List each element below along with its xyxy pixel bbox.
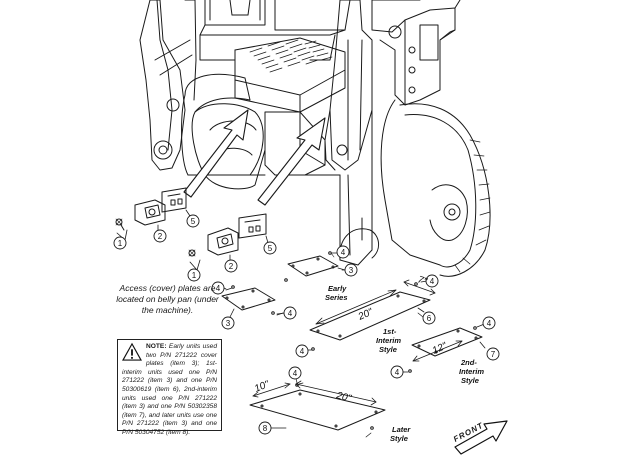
dimension-labels: 7" 20" 12" 10" 20" <box>253 274 449 404</box>
svg-text:2: 2 <box>158 232 163 241</box>
svg-text:1: 1 <box>118 239 123 248</box>
svg-text:7: 7 <box>491 350 496 359</box>
callout-2a: 2 <box>153 229 167 243</box>
label-later-1: Later <box>392 425 411 434</box>
svg-text:2: 2 <box>229 262 234 271</box>
plate-early-upper <box>284 251 346 282</box>
label-early-1: Early <box>328 284 347 293</box>
svg-text:4: 4 <box>395 368 400 377</box>
dim-12in: 12" <box>431 341 449 357</box>
svg-text:1: 1 <box>192 271 197 280</box>
bracket-set-1 <box>115 187 191 241</box>
callout-4-interim2-left: 4 <box>390 365 404 379</box>
callout-8: 8 <box>258 421 272 435</box>
bracket-set-2 <box>188 213 269 271</box>
callout-6: 6 <box>422 311 436 325</box>
callout-4-early-top: 4 <box>336 245 350 259</box>
label-interim2-3: Style <box>461 376 479 385</box>
svg-text:3: 3 <box>349 266 354 275</box>
callout-7: 7 <box>486 347 500 361</box>
label-interim1-2: Interim <box>376 336 401 345</box>
svg-text:4: 4 <box>300 347 305 356</box>
callout-5a: 5 <box>186 214 200 228</box>
callout-4-early-lower: 4 <box>211 281 225 295</box>
label-later-2: Style <box>390 434 408 443</box>
callout-2b: 2 <box>224 259 238 273</box>
label-early-2: Series <box>325 293 348 302</box>
plate-2nd-interim <box>403 324 486 373</box>
svg-text:4: 4 <box>341 248 346 257</box>
svg-text:6: 6 <box>427 314 432 323</box>
svg-text:5: 5 <box>268 244 273 253</box>
access-plate-text: Access (cover) plates are located on bel… <box>116 283 219 315</box>
plate-later <box>249 380 386 438</box>
svg-text:4: 4 <box>487 319 492 328</box>
label-interim2-1: 2nd- <box>460 358 477 367</box>
style-labels: Early Series 1st- Interim Style 2nd- Int… <box>325 284 484 443</box>
svg-text:4: 4 <box>293 369 298 378</box>
svg-text:8: 8 <box>263 424 268 433</box>
note-box: NOTE: Early units used two P/N 271222 co… <box>117 339 222 436</box>
plate-early-lower <box>221 285 284 318</box>
svg-text:5: 5 <box>191 217 196 226</box>
callout-3-early-lower: 3 <box>221 316 235 330</box>
label-interim1-3: Style <box>379 345 397 354</box>
machine-frame <box>139 0 491 277</box>
svg-text:4: 4 <box>288 309 293 318</box>
svg-text:4: 4 <box>430 277 435 286</box>
dim-7in: 7" <box>416 274 428 287</box>
callout-4-later-top: 4 <box>288 366 302 380</box>
pointer-arrows <box>183 109 326 206</box>
callout-1a: 1 <box>113 236 127 250</box>
dim-10in: 10" <box>253 379 271 395</box>
note-heading: NOTE: <box>146 343 167 350</box>
callouts: 1 2 5 1 2 5 4 3 4 3 4 4 6 4 7 4 4 8 4 <box>113 214 500 435</box>
label-interim1-1: 1st- <box>383 327 397 336</box>
svg-text:3: 3 <box>226 319 231 328</box>
svg-text:4: 4 <box>216 284 221 293</box>
callout-1b: 1 <box>187 268 201 282</box>
callout-5b: 5 <box>263 241 277 255</box>
callout-4-interim1-top: 4 <box>425 274 439 288</box>
dim-20in-later: 20" <box>334 390 352 405</box>
callout-4-early-right: 4 <box>283 306 297 320</box>
label-interim2-2: Interim <box>459 367 484 376</box>
callout-3-early-top: 3 <box>344 263 358 277</box>
callout-4-interim2-top: 4 <box>482 316 496 330</box>
warning-icon <box>122 342 142 361</box>
front-arrow-icon <box>454 420 508 455</box>
callout-4-interim1-left: 4 <box>295 344 309 358</box>
note-body: Early units used two P/N 271222 cover pl… <box>122 343 217 436</box>
